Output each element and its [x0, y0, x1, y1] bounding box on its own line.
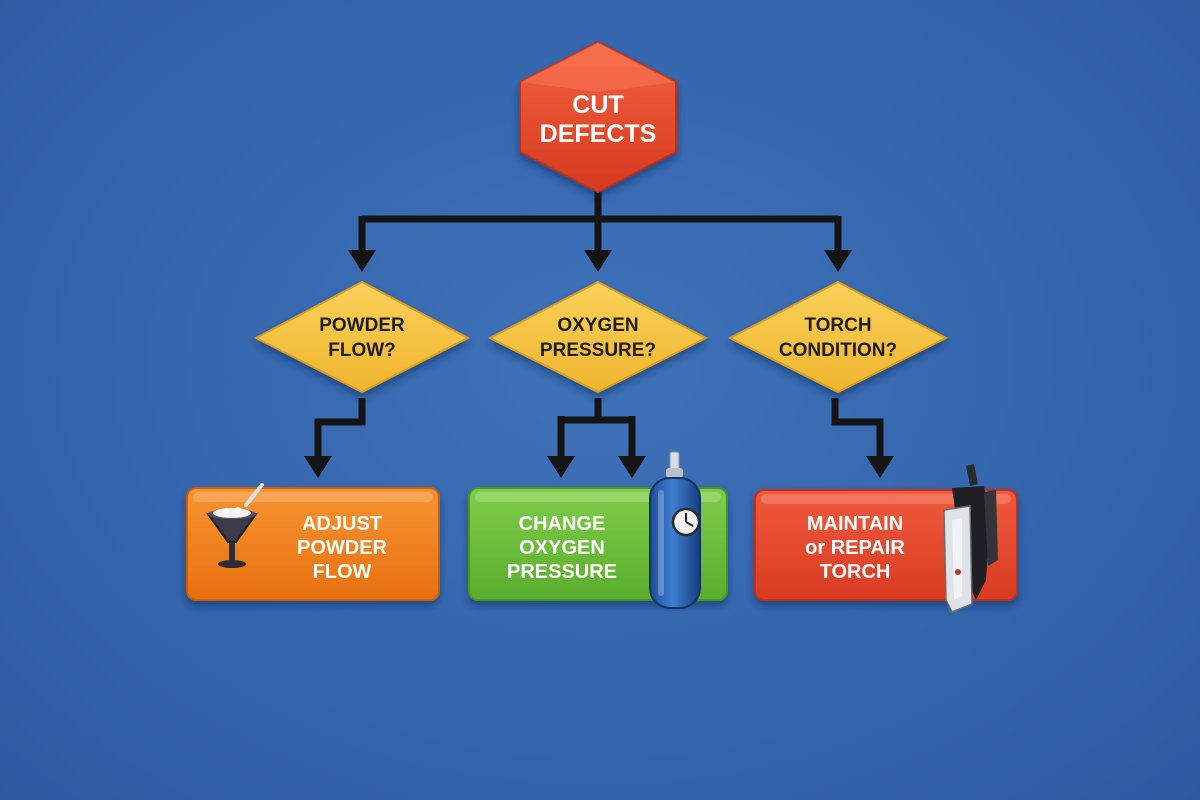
action-label-line1: ADJUST: [302, 513, 382, 535]
action-adjust-powder-flow: ADJUST POWDER FLOW: [186, 483, 440, 601]
action-label-line2: or REPAIR: [805, 537, 905, 559]
powder-funnel-icon: [206, 483, 264, 568]
decision-oxygen-pressure: OXYGEN PRESSURE?: [487, 280, 709, 394]
action-maintain-or-repair-torch: MAINTAIN or REPAIR TORCH: [754, 464, 1018, 613]
connectors: [314, 190, 884, 458]
decision-powder-flow: POWDER FLOW?: [253, 280, 471, 394]
arrowhead-change-left: [547, 456, 575, 478]
decision-label-line2: PRESSURE?: [540, 340, 656, 361]
decision-label-line1: OXYGEN: [557, 315, 638, 336]
action-label-line2: POWDER: [297, 537, 388, 559]
oxygen-cylinder-icon: [649, 451, 701, 609]
cutting-torch-icon: [943, 464, 998, 613]
root-label-line2: DEFECTS: [540, 120, 657, 148]
root-label-line1: CUT: [572, 91, 623, 119]
decision-label-line2: CONDITION?: [779, 340, 897, 361]
arrowhead-change-right: [618, 456, 646, 478]
root-node: [519, 40, 677, 194]
action-label-line1: CHANGE: [519, 513, 606, 535]
action-label-line2: OXYGEN: [519, 537, 605, 559]
decision-torch-condition: TORCH CONDITION?: [727, 280, 949, 394]
connector-powder-to-adjust: [314, 398, 366, 458]
decision-label-line1: POWDER: [319, 315, 405, 336]
arrowhead-oxygen: [584, 250, 612, 272]
arrowhead-torch: [824, 250, 852, 272]
action-label-line3: PRESSURE: [507, 561, 617, 583]
action-label-line3: TORCH: [820, 561, 891, 583]
decision-diamond: [253, 280, 471, 394]
decision-label-line1: TORCH: [804, 315, 871, 336]
connector-torch-to-maintain: [831, 398, 884, 458]
arrowheads: [304, 250, 894, 478]
arrowhead-maintain: [866, 456, 894, 478]
action-label-line1: MAINTAIN: [807, 513, 903, 535]
decision-diamond: [727, 280, 949, 394]
action-change-oxygen-pressure: CHANGE OXYGEN PRESSURE: [468, 451, 728, 609]
arrowhead-adjust: [304, 456, 332, 478]
decision-label-line2: FLOW?: [328, 340, 396, 361]
action-label-line3: FLOW: [313, 561, 372, 583]
connector-oxygen-split: [557, 398, 636, 458]
arrowhead-powder: [348, 250, 376, 272]
decision-diamond: [487, 280, 709, 394]
